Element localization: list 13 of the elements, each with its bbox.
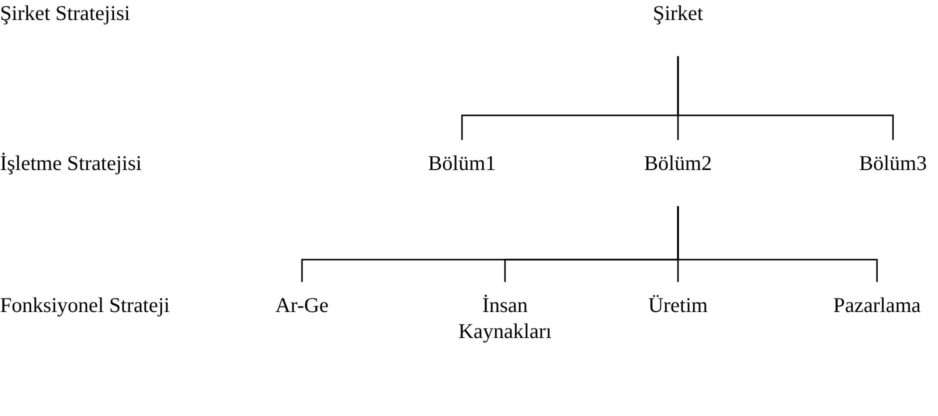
level-label: Fonksiyonel Strateji [0, 292, 170, 318]
org-unit-label: Ar-Ge [275, 292, 329, 318]
org-unit-label: Şirket [652, 0, 704, 26]
org-unit-label: Üretim [648, 292, 708, 318]
org-unit-label: Bölüm1 [428, 150, 496, 176]
org-unit-label: İnsan Kaynakları [450, 292, 560, 344]
level-label: Şirket Stratejisi [0, 0, 130, 26]
level-label: İşletme Stratejisi [0, 150, 142, 176]
connector-line [677, 56, 894, 140]
org-unit-label: Bölüm3 [859, 150, 927, 176]
connector-line [677, 206, 878, 282]
org-unit-label: Pazarlama [833, 292, 921, 318]
org-unit-label: Bölüm2 [644, 150, 712, 176]
